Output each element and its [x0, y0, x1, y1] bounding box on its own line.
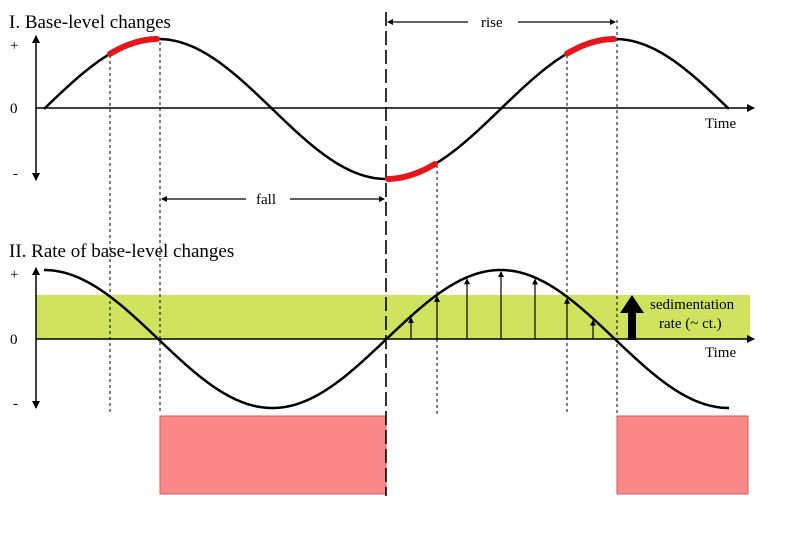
dotted-guides [109, 20, 618, 414]
fall-label: fall [256, 192, 276, 208]
rate-curve [44, 268, 729, 410]
p2-tick-minus: - [13, 396, 18, 412]
rise-label: rise [481, 15, 503, 31]
highlight-segment-2 [385, 161, 438, 182]
sed-label-line1: sedimentation [650, 297, 735, 313]
highlight-segment-3 [564, 36, 617, 57]
highlight-segment-1 [107, 36, 160, 57]
p1-tick-minus: - [13, 166, 18, 182]
panel2-title: II. Rate of base-level changes [9, 241, 234, 262]
panel1-title: I. Base-level changes [9, 12, 171, 33]
p1-tick-plus: + [10, 38, 18, 54]
p2-time-label: Time [705, 345, 736, 361]
p1-tick-zero: 0 [10, 101, 18, 117]
rate-arrows [408, 271, 596, 339]
p2-tick-zero: 0 [10, 332, 18, 348]
sedimentation-rate-arrow [620, 295, 644, 340]
pink-box-fall [159, 415, 387, 495]
p1-time-label: Time [705, 116, 736, 132]
pink-box-right [616, 415, 749, 495]
sed-label-line2: rate (~ ct.) [659, 316, 722, 332]
p2-tick-plus: + [10, 267, 18, 283]
